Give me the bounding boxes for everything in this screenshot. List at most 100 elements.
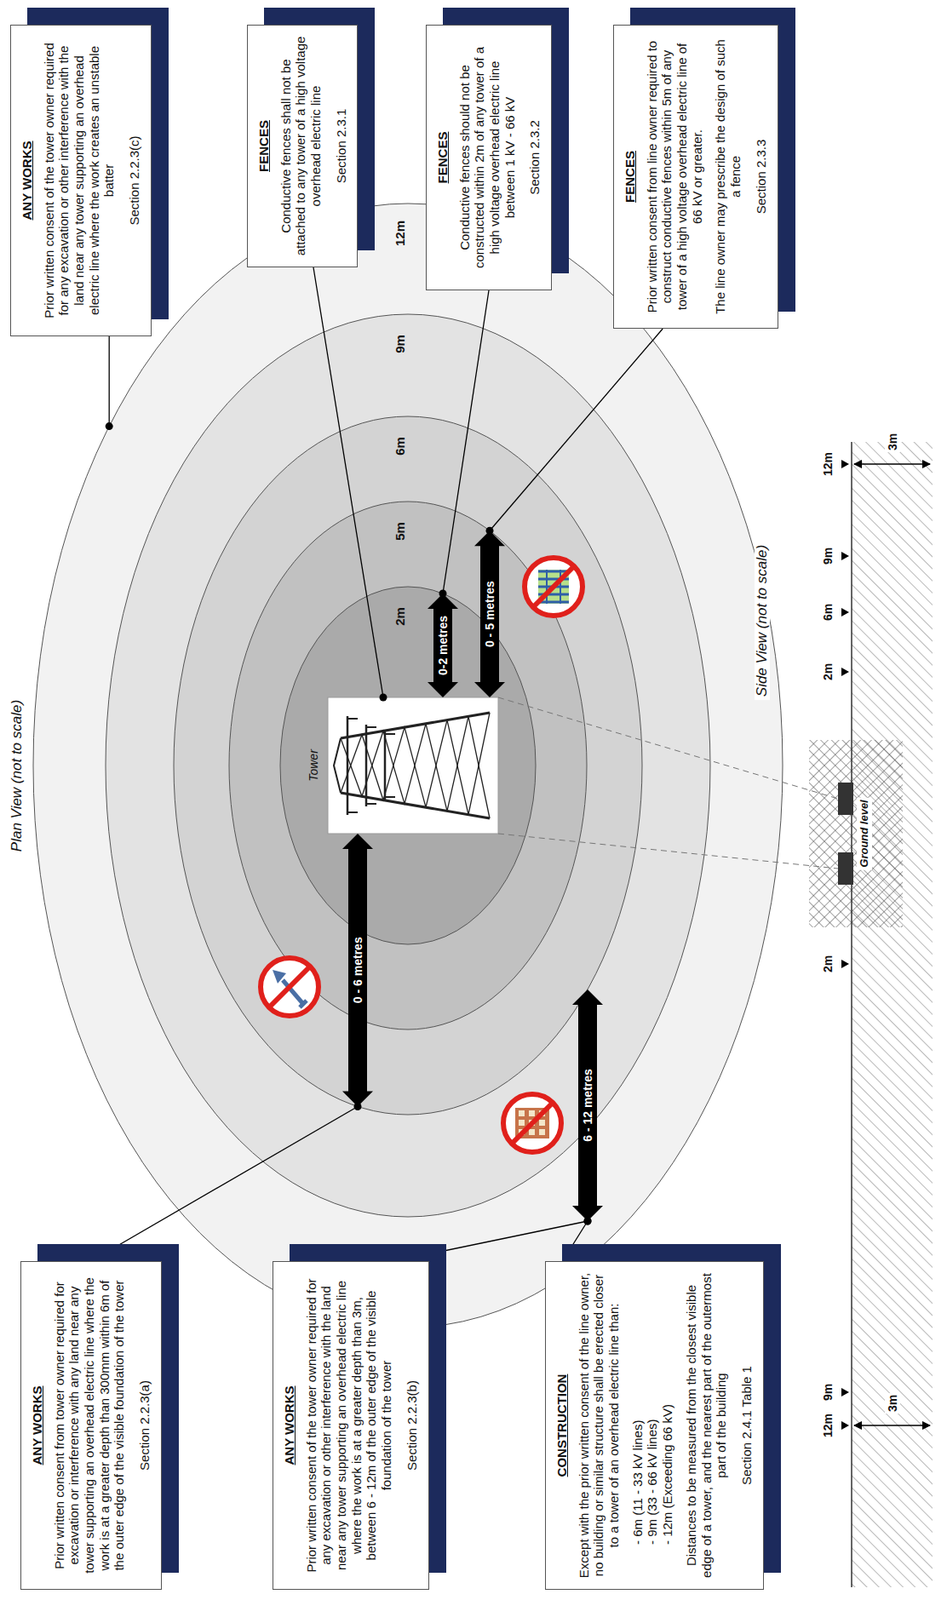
distance-mark (841, 1421, 850, 1430)
plan-rings (33, 203, 783, 1328)
callout-text: Prior written consent of the tower owner… (41, 35, 117, 326)
dimension-label: 12m (392, 220, 408, 247)
distance-mark (841, 551, 850, 561)
distance-ring (105, 314, 711, 1217)
callout-heading: CONSTRUCTION (554, 1272, 570, 1579)
drawing-part (524, 557, 583, 616)
distance-ring (33, 203, 783, 1328)
leader-dot (584, 1217, 592, 1226)
drawing-part (850, 441, 853, 1588)
callout-box: CONSTRUCTION Except with the prior writte… (545, 1261, 764, 1590)
callout-heading: FENCES (256, 35, 272, 257)
depth-dimension (854, 463, 930, 465)
leader-line (442, 290, 489, 594)
callout-box: ANY WORKSPrior written consent of the to… (272, 1261, 430, 1590)
drawing-part (559, 569, 562, 604)
callout-box: FENCES Prior written consent from line ow… (613, 24, 779, 329)
callout-heading: FENCES (435, 35, 451, 280)
callout-heading: FENCES (622, 35, 638, 318)
leader-line (91, 1106, 358, 1262)
section-reference: Section 2.2.3(a) (137, 1272, 153, 1579)
section-reference: Section 2.3.2 (527, 35, 543, 280)
distance-arrow (427, 593, 459, 698)
drawing-part (503, 1094, 562, 1153)
callout-text: The line owner may prescribe the design … (712, 35, 743, 318)
drawing-part (498, 697, 838, 799)
drawing-part (538, 570, 569, 574)
foundation-block (837, 852, 854, 885)
callout-text: Prior written consent from line owner re… (644, 35, 706, 318)
distance-mark (841, 459, 850, 469)
dimension-label: 9m (820, 1382, 836, 1403)
drawing-part (272, 969, 287, 984)
leader-dot (105, 422, 114, 431)
distance-ring (173, 416, 643, 1115)
callout-box: ANY WORKSPrior written consent from towe… (20, 1261, 162, 1590)
drawing-part (511, 1102, 553, 1144)
leader-dot (439, 589, 448, 597)
drawing-part (260, 958, 319, 1016)
dimension-label: Ground level (856, 797, 873, 870)
view-title: Side View (not to scale) (754, 541, 770, 701)
drawing-part (299, 1000, 307, 1008)
dimension-label: 12m (820, 1411, 836, 1440)
drawing-part (384, 731, 387, 800)
drawing-part (524, 557, 583, 616)
dimension-label: 9m (392, 334, 408, 354)
leader-line (562, 1221, 588, 1262)
leader-lines (91, 267, 663, 1262)
distance-ring (229, 501, 587, 1030)
drawing-part (269, 966, 310, 1008)
distance-arrow (474, 530, 506, 698)
drawing-part (384, 796, 396, 798)
section-reference: Section 2.2.3(c) (126, 35, 143, 326)
callout-text: Conductive fences shall not be attached … (278, 35, 324, 257)
callout-box: ANY WORKS Prior written consent of the to… (10, 24, 152, 337)
leader-dot (486, 527, 494, 535)
dimension-label: 9m (820, 545, 836, 567)
callout-heading: ANY WORKS (19, 35, 35, 326)
drawing-part (809, 740, 903, 928)
dimension-label: 5m (392, 522, 408, 541)
dimension-label: 6m (820, 602, 836, 623)
drawing-part (503, 1094, 562, 1153)
leader-line (313, 267, 384, 698)
foundation-block (837, 782, 854, 815)
dimension-label: 2m (392, 607, 408, 626)
drawing-part (366, 803, 377, 805)
section-reference: Section 2.3.1 (333, 35, 350, 257)
distance-mark (841, 608, 850, 617)
prohibition-sign (524, 557, 583, 616)
section-reference: Section 2.3.3 (753, 35, 770, 318)
section-reference: Section 2.2.3(b) (404, 1272, 420, 1579)
drawing-part (365, 724, 368, 807)
depth-dimension (854, 1424, 930, 1427)
drawing-part (366, 726, 377, 729)
callout-text: Conductive fences should not be construc… (457, 35, 518, 280)
dimension-label: 3m (884, 431, 901, 453)
leader-dot (379, 694, 388, 702)
leader-line (489, 328, 663, 531)
side-view (498, 441, 933, 1588)
dimension-label: 12m (820, 450, 836, 478)
drawing-part (384, 733, 396, 735)
distance-label: 0 - 6 metres (350, 934, 367, 1006)
callout-box: FENCES Conductive fences shall not be att… (246, 24, 358, 268)
drawing-part (533, 566, 574, 608)
drawing-part (498, 833, 838, 869)
dimension-label: Tower (305, 749, 322, 782)
distance-arrow (572, 989, 603, 1222)
callout-text: - 9m (33 - 66 kV lines) (644, 1272, 661, 1579)
distance-label: 0-2 metres (435, 613, 452, 678)
drawing-part (340, 716, 490, 819)
callout-text: Except with the prior written consent of… (576, 1272, 622, 1579)
drawing-part (528, 1129, 535, 1136)
drawing-part (327, 697, 499, 834)
distance-mark (841, 1388, 850, 1397)
callout-heading: ANY WORKS (29, 1272, 46, 1579)
distance-arrow (342, 833, 374, 1107)
leader-dot (584, 1217, 592, 1226)
drawing-part (518, 1119, 525, 1126)
drawing-part (347, 811, 358, 814)
